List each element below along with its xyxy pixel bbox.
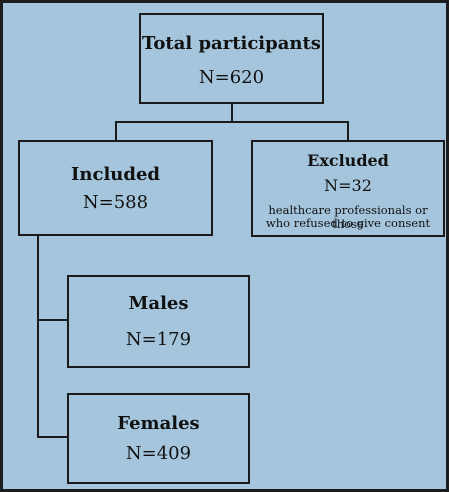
connector-included-trunk xyxy=(37,236,39,438)
node-excluded: Excluded N=32 healthcare professionals o… xyxy=(251,140,445,237)
node-title: Excluded xyxy=(307,151,389,170)
node-title: Included xyxy=(70,164,160,185)
node-total-participants: Total participants N=620 xyxy=(139,13,324,104)
node-title: Males xyxy=(128,293,189,314)
node-count: N=32 xyxy=(324,176,372,195)
connector-to-males xyxy=(37,319,69,321)
node-note-line-1: healthcare professionals or those xyxy=(268,203,428,231)
connector-horizontal-split xyxy=(115,121,349,123)
node-title: Females xyxy=(117,413,200,434)
node-count: N=588 xyxy=(82,192,149,213)
node-note-line-2: who refused to give consent xyxy=(265,216,431,230)
node-males: Males N=179 xyxy=(67,275,250,368)
node-females: Females N=409 xyxy=(67,393,250,484)
node-count: N=409 xyxy=(125,443,192,464)
connector-to-females xyxy=(37,436,69,438)
node-count: N=179 xyxy=(125,329,192,350)
connector-to-excluded xyxy=(347,121,349,142)
connector-to-included xyxy=(115,121,117,142)
node-included: Included N=588 xyxy=(18,140,213,236)
node-count: N=620 xyxy=(198,67,265,88)
node-title: Total participants xyxy=(142,33,321,54)
connector-total-down xyxy=(231,103,233,123)
